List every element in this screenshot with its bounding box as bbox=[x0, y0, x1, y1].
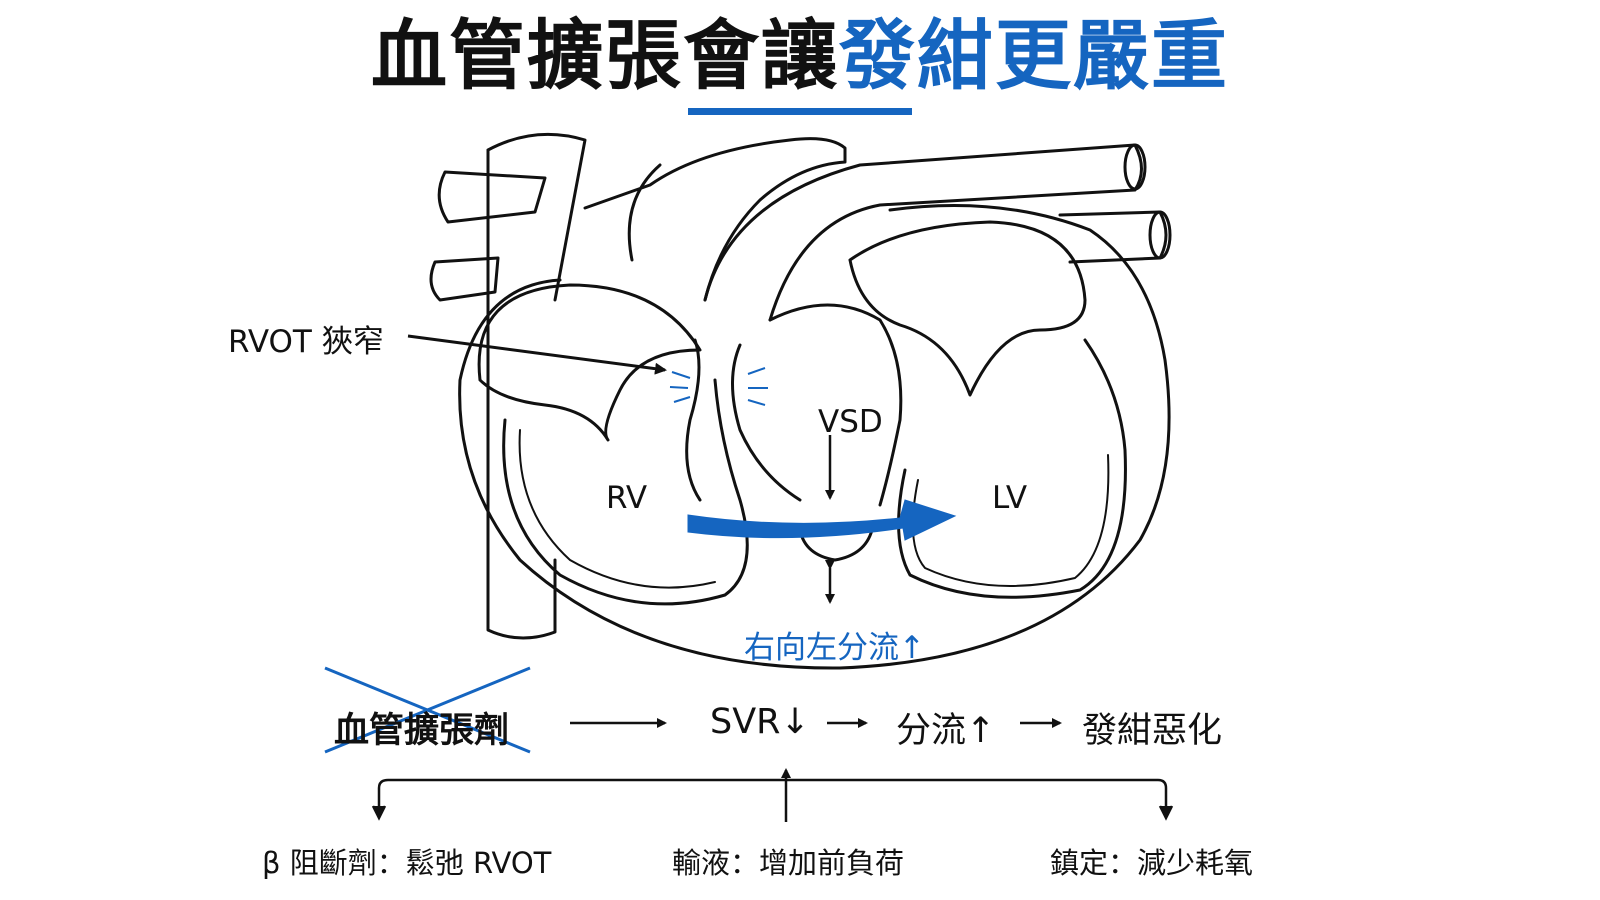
rvot-wall-right bbox=[731, 343, 802, 502]
treatment-beta-blocker: β 阻斷劑：鬆弛 RVOT bbox=[262, 846, 552, 880]
vena-cava bbox=[486, 132, 587, 640]
vsd-label: VSD bbox=[818, 404, 883, 440]
treatment-bracket bbox=[371, 768, 1174, 822]
page-title: 血管擴張會讓發紺更嚴重 bbox=[0, 18, 1600, 94]
right-atrium bbox=[477, 283, 702, 442]
left-pulmonary-veins bbox=[429, 170, 547, 302]
cyanosis-label: 發紺惡化 bbox=[1082, 711, 1223, 751]
title-underline bbox=[688, 108, 912, 115]
rvot-constriction-marks bbox=[669, 367, 768, 406]
shunt-flow-arrow bbox=[687, 499, 957, 541]
left-ventricle bbox=[897, 338, 1127, 599]
shunt-increase-label: 分流↑ bbox=[896, 711, 996, 751]
rvot-wall-left bbox=[685, 338, 702, 502]
right-ventricle bbox=[502, 378, 749, 606]
treatment-sedation: 鎮定：減少耗氧 bbox=[1050, 846, 1254, 880]
title-part-blue: 發紺更嚴重 bbox=[839, 11, 1229, 100]
strike-out-x bbox=[324, 666, 531, 754]
aortic-arch bbox=[703, 143, 1143, 322]
aorta-end bbox=[1123, 143, 1147, 191]
rv-label: RV bbox=[606, 480, 648, 516]
treatment-fluids: 輸液：增加前負荷 bbox=[672, 846, 905, 880]
lv-label: LV bbox=[992, 480, 1028, 516]
shunt-label: 右向左分流↑ bbox=[744, 630, 925, 666]
septum bbox=[768, 303, 903, 562]
title-part-black: 血管擴張會讓 bbox=[371, 11, 839, 100]
left-atrium bbox=[848, 220, 1087, 397]
svr-label: SVR↓ bbox=[710, 702, 810, 742]
rvot-pointer-arrow bbox=[407, 334, 667, 375]
vasodilator-label: 血管擴張劑 bbox=[334, 711, 510, 751]
pulmonary-artery bbox=[583, 137, 847, 302]
heart-outline bbox=[458, 204, 1171, 670]
rvot-label: RVOT 狹窄 bbox=[228, 324, 384, 360]
